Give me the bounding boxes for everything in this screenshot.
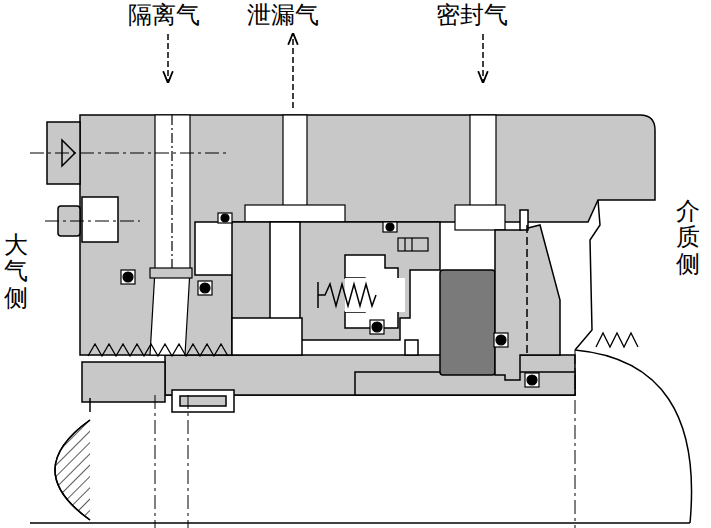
- o-rings: [121, 213, 539, 387]
- centerlines: [155, 350, 575, 528]
- isolation-gas-channel: [171, 115, 172, 268]
- anti-rotation-pin: [411, 238, 412, 251]
- o-rings: [121, 270, 135, 284]
- sleeve: [89, 398, 91, 412]
- shaft: [30, 522, 690, 524]
- shaft: [55, 420, 90, 520]
- stationary-ring: [440, 270, 495, 375]
- rotating-seat: [495, 225, 560, 380]
- o-rings: [370, 320, 384, 334]
- leakage-gas-channel: [245, 115, 345, 222]
- gas-flow-arrows: [168, 34, 483, 108]
- stationary-ring: [440, 270, 495, 375]
- seal-ring-carrier: [232, 318, 302, 355]
- o-rings: [527, 375, 537, 385]
- gas-label: 密封气: [436, 2, 508, 28]
- gas-flow-arrows: [482, 34, 484, 82]
- centerlines: [188, 395, 189, 528]
- o-rings: [198, 281, 212, 295]
- o-rings: [494, 333, 508, 347]
- o-rings: [200, 283, 210, 293]
- o-rings: [496, 335, 506, 345]
- o-rings: [525, 373, 539, 387]
- spring: [318, 284, 376, 306]
- seal-ring-carrier: [270, 222, 300, 322]
- anti-rotation-pin: [398, 238, 428, 251]
- anti-rotation-pin: [404, 238, 405, 251]
- leakage-gas-channel: [245, 205, 345, 222]
- seal-gas-channel: [455, 115, 505, 230]
- threads: [88, 344, 228, 356]
- seal-gas-channel: [455, 205, 505, 230]
- housing: [575, 200, 600, 350]
- seal-ring-carrier: [405, 340, 418, 355]
- seal-gas-channel: [470, 115, 496, 207]
- gas-flow-arrows: [292, 34, 294, 108]
- threads: [596, 333, 638, 347]
- o-rings: [221, 214, 229, 222]
- gas-label: 泄漏气: [247, 2, 319, 28]
- seal-ring-carrier: [232, 222, 440, 355]
- spring: [317, 282, 319, 308]
- centerlines: [575, 350, 576, 528]
- side-label: 大气侧: [4, 232, 28, 311]
- threads: [88, 333, 638, 356]
- shaft: [575, 350, 692, 523]
- o-rings: [386, 223, 394, 231]
- sleeve: [82, 362, 165, 402]
- spring: [318, 282, 376, 308]
- gas-label: 隔离气: [128, 2, 200, 28]
- o-rings: [372, 322, 382, 332]
- housing: [80, 115, 655, 355]
- isolation-gas-channel: [150, 115, 192, 355]
- sleeve: [172, 390, 234, 412]
- leakage-gas-channel: [283, 115, 307, 207]
- bolts: [30, 122, 230, 236]
- isolation-gas-channel: [150, 115, 190, 355]
- housing: [82, 197, 118, 242]
- shaft: [30, 350, 692, 523]
- rotating-seat: [526, 225, 528, 355]
- bolts: [45, 221, 140, 222]
- shaft: [55, 420, 90, 520]
- side-label: 介质侧: [676, 198, 700, 277]
- o-rings: [383, 222, 397, 232]
- sleeve: [180, 396, 226, 406]
- housing: [80, 115, 655, 355]
- centerlines: [155, 395, 156, 528]
- rotating-seat: [495, 210, 560, 380]
- o-rings: [218, 213, 232, 223]
- anti-rotation-pin: [398, 238, 428, 251]
- isolation-gas-channel: [150, 268, 192, 278]
- gas-flow-arrows: [167, 34, 169, 82]
- bolts: [30, 153, 230, 154]
- o-rings: [123, 272, 133, 282]
